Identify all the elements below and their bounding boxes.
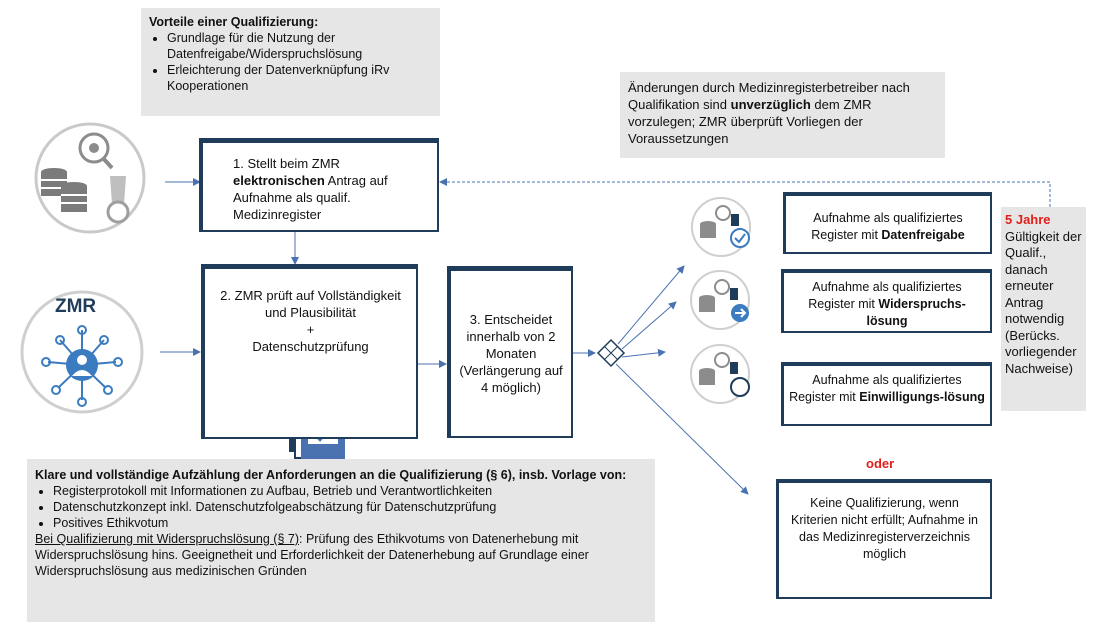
anforderungen-rest: : Prüfung des Ethikvotums von Datenerheb… — [35, 532, 589, 578]
step2-line1: 2. ZMR prüft auf Vollständigkeit und Pla… — [220, 288, 401, 320]
arrow-feedback-loop — [439, 178, 1051, 222]
datenfreigabe-icon — [691, 197, 751, 257]
anforderungen-item: Datenschutzkonzept inkl. Datenschutzfolg… — [53, 499, 647, 515]
register-text: Aufnahme als qualifiziertes Register mit — [811, 211, 963, 242]
arrow-branch-3 — [621, 348, 666, 358]
register-text: Aufnahme als qualifiziertes Register mit — [808, 280, 962, 311]
register-widerspruch: Aufnahme als qualifiziertes Register mit… — [781, 269, 992, 333]
decision-diamond — [596, 338, 626, 368]
register-datenfreigabe: Aufnahme als qualifiziertes Register mit… — [783, 192, 992, 254]
register-bold: Einwilligungs-lösung — [859, 390, 985, 404]
step1-bold: elektronischen — [233, 173, 325, 188]
step2-box: 2. ZMR prüft auf Vollständigkeit und Pla… — [201, 264, 418, 439]
jahre-text: Gültigkeit der Qualif., danach erneuter … — [1005, 228, 1082, 376]
arrow-branch-1 — [617, 265, 685, 345]
step1-text-b: Antrag auf Aufnahme als qualif. Medizinr… — [233, 173, 388, 222]
vorteile-note: Vorteile einer Qualifizierung: Grundlage… — [141, 8, 440, 116]
register-bold: Widerspruchs-lösung — [866, 297, 966, 328]
step2-plus: + — [306, 322, 315, 337]
aenderungen-note: Änderungen durch Medizinregisterbetreibe… — [620, 72, 945, 158]
zmr-network-icon — [20, 290, 144, 414]
vorteile-item: Erleichterung der Datenverknüpfung iRv K… — [167, 62, 432, 94]
anforderungen-item: Registerprotokoll mit Informationen zu A… — [53, 483, 647, 499]
register-bold: Datenfreigabe — [881, 228, 965, 242]
anforderungen-item: Positives Ethikvotum — [53, 515, 647, 531]
jahre-label: 5 Jahre — [1005, 212, 1051, 227]
register-einwilligung: Aufnahme als qualifiziertes Register mit… — [781, 362, 992, 426]
anforderungen-heading: Klare und vollständige Aufzählung der An… — [35, 468, 627, 482]
register-text: Aufnahme als qualifiziertes Register mit — [789, 373, 962, 404]
aenderungen-bold: unverzüglich — [730, 97, 811, 112]
step3-box: 3. Entscheidet innerhalb von 2 Monaten (… — [447, 266, 573, 438]
step3-text: 3. Entscheidet innerhalb von 2 Monaten (… — [459, 312, 563, 395]
gueltigkeit-note: 5 Jahre Gültigkeit der Qualif., danach e… — [1001, 207, 1086, 411]
arrow-branch-2 — [621, 301, 677, 350]
aenderungen-text-a: Änderungen durch Medizinregisterbetreibe… — [628, 80, 910, 112]
aenderungen-text-b: dem ZMR vorzulegen; ZMR überprüft Vorlie… — [628, 97, 872, 146]
oder-label: oder — [866, 456, 895, 471]
zmr-label: ZMR — [55, 296, 97, 317]
step1-box: 1. Stellt beim ZMR elektronischen Antrag… — [199, 138, 439, 232]
vorteile-item: Grundlage für die Nutzung der Datenfreig… — [167, 30, 432, 62]
keine-text: Keine Qualifizierung, wenn Kriterien nic… — [791, 496, 978, 561]
register-medal-icon — [34, 122, 146, 234]
step1-text-a: 1. Stellt beim ZMR — [233, 156, 340, 171]
step2-line2: Datenschutzprüfung — [252, 339, 369, 354]
anforderungen-underline: Bei Qualifizierung mit Widerspruchslösun… — [35, 532, 299, 546]
widerspruch-icon — [690, 270, 750, 330]
einwilligung-icon — [690, 344, 750, 404]
anforderungen-note: Klare und vollständige Aufzählung der An… — [27, 459, 655, 622]
vorteile-heading: Vorteile einer Qualifizierung: — [149, 15, 319, 29]
keine-qualifizierung-box: Keine Qualifizierung, wenn Kriterien nic… — [776, 479, 992, 599]
arrow-branch-4 — [615, 363, 749, 495]
